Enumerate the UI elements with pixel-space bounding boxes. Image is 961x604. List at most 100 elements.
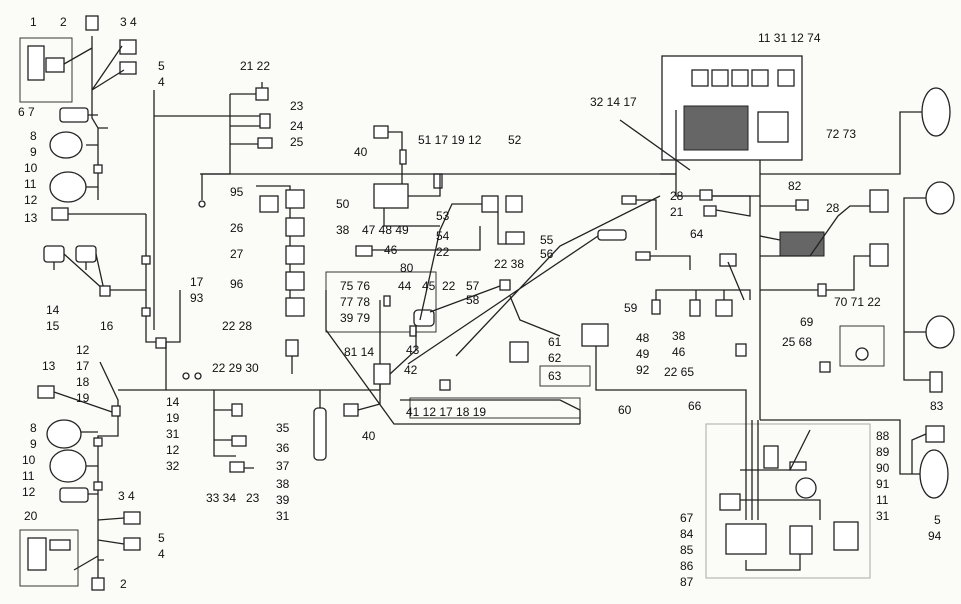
label-4-lower: 4: [158, 547, 165, 561]
label-6-7: 6 7: [18, 105, 35, 119]
label-22-fuse: 22: [442, 279, 456, 293]
center-left-trunk: [153, 90, 230, 330]
motor-45: [413, 309, 435, 327]
label-38-left: 38: [276, 477, 290, 491]
wire-13-lower: [53, 391, 113, 413]
label-24: 24: [290, 119, 304, 133]
label-38-right: 38: [672, 329, 686, 343]
plug-upper-right: [621, 195, 637, 205]
label-56: 56: [540, 247, 554, 261]
lamp-right-mid: [925, 315, 955, 349]
starter-wires: [759, 205, 870, 291]
leader-32-14-17: [619, 119, 691, 171]
label-10-lower: 10: [22, 453, 36, 467]
label-94: 94: [928, 529, 942, 543]
sensor-33-34: [229, 461, 245, 473]
label-32-14-17: 32 14 17: [590, 95, 637, 109]
relay-96a: [285, 271, 305, 291]
left-lower-harness: [80, 416, 119, 500]
control-unit-61: [581, 323, 609, 347]
ecu-relay-3: [731, 69, 749, 87]
crossing-harness: [407, 195, 661, 365]
solenoid-70-71: [869, 243, 889, 267]
label-59: 59: [624, 301, 638, 315]
lamp-right-upper: [925, 181, 955, 215]
switch-23: [259, 113, 271, 129]
switch-box-frame: [19, 37, 73, 103]
label-51-17-19-12: 51 17 19 12: [418, 133, 482, 147]
main-upper-bus: [200, 173, 676, 227]
label-11-31-12-74: 11 31 12 74: [758, 31, 821, 45]
label-40-top: 40: [354, 145, 368, 159]
ecu-relay-2: [711, 69, 729, 87]
label-23-lower: 23: [246, 491, 260, 505]
lamp-10-12-lower: [49, 449, 87, 483]
label-83: 83: [930, 399, 944, 413]
label-21: 21: [670, 205, 684, 219]
ignition-switch-bottom: [27, 537, 47, 571]
label-45: 45: [422, 279, 436, 293]
switch-55b: [505, 195, 523, 213]
label-11-right: 11: [876, 493, 889, 507]
label-8-top: 8: [30, 129, 37, 143]
label-1: 1: [30, 15, 37, 29]
label-91: 91: [876, 477, 890, 491]
label-5-right: 5: [934, 513, 941, 527]
label-5-lower: 5: [158, 531, 165, 545]
connector-87: [833, 521, 859, 551]
ecu-relay-4: [751, 69, 769, 87]
relay-27b: [285, 245, 305, 265]
label-13-lower: 13: [42, 359, 56, 373]
connector-66: [735, 343, 747, 357]
label-46-center: 46: [384, 243, 398, 257]
label-12-lower: 12: [22, 485, 36, 499]
label-5-top: 5: [158, 59, 165, 73]
label-52: 52: [508, 133, 522, 147]
component-13-upper: [51, 207, 69, 221]
sensor-mid-1: [651, 299, 661, 315]
label-90: 90: [876, 461, 890, 475]
label-39-left: 39: [276, 493, 290, 507]
plug-lower: [111, 405, 121, 417]
harness-21-25: [201, 82, 263, 200]
headlight-right-bottom: [919, 449, 949, 499]
label-47-48-49: 47 48 49: [362, 223, 409, 237]
connector-2-bottom: [91, 577, 105, 591]
label-17-mid: 17: [76, 359, 90, 373]
solenoid-28: [869, 189, 889, 213]
junction-small: [141, 255, 151, 265]
label-93: 93: [190, 291, 204, 305]
connector-3-4-bottom: [123, 511, 141, 525]
label-72-73: 72 73: [826, 127, 856, 141]
label-3-4-lower: 3 4: [118, 489, 135, 503]
label-96: 96: [230, 277, 244, 291]
label-37: 37: [276, 459, 290, 473]
label-9-top: 9: [30, 145, 37, 159]
connector-2-top: [85, 15, 99, 31]
lamp-bulb-upper: [59, 107, 89, 123]
fuse-40: [399, 149, 407, 165]
connector-right-mid: [929, 371, 943, 393]
label-32: 32: [166, 459, 180, 473]
connector-3-4-top: [119, 39, 137, 55]
dashboard-panel: [705, 423, 871, 579]
wire-55: [419, 203, 506, 321]
wire-46: [372, 226, 481, 251]
lamp-10-12: [49, 171, 87, 203]
wire-40-top: [388, 131, 403, 184]
relay-86: [789, 525, 813, 555]
label-35: 35: [276, 421, 290, 435]
label-95: 95: [230, 185, 244, 199]
label-31-lower: 31: [276, 509, 290, 523]
label-87: 87: [680, 575, 694, 589]
ignition-switch: [27, 45, 45, 81]
label-2-top: 2: [60, 15, 67, 29]
sender-wire: [244, 390, 321, 469]
left-trunk: [104, 214, 160, 343]
regulator-box: [839, 325, 885, 367]
relay-27a: [285, 217, 305, 237]
label-14: 14: [46, 303, 60, 317]
plug-mid-right: [635, 251, 651, 261]
switch-bottom-connector: [49, 539, 71, 551]
starter-motor: [779, 231, 825, 257]
